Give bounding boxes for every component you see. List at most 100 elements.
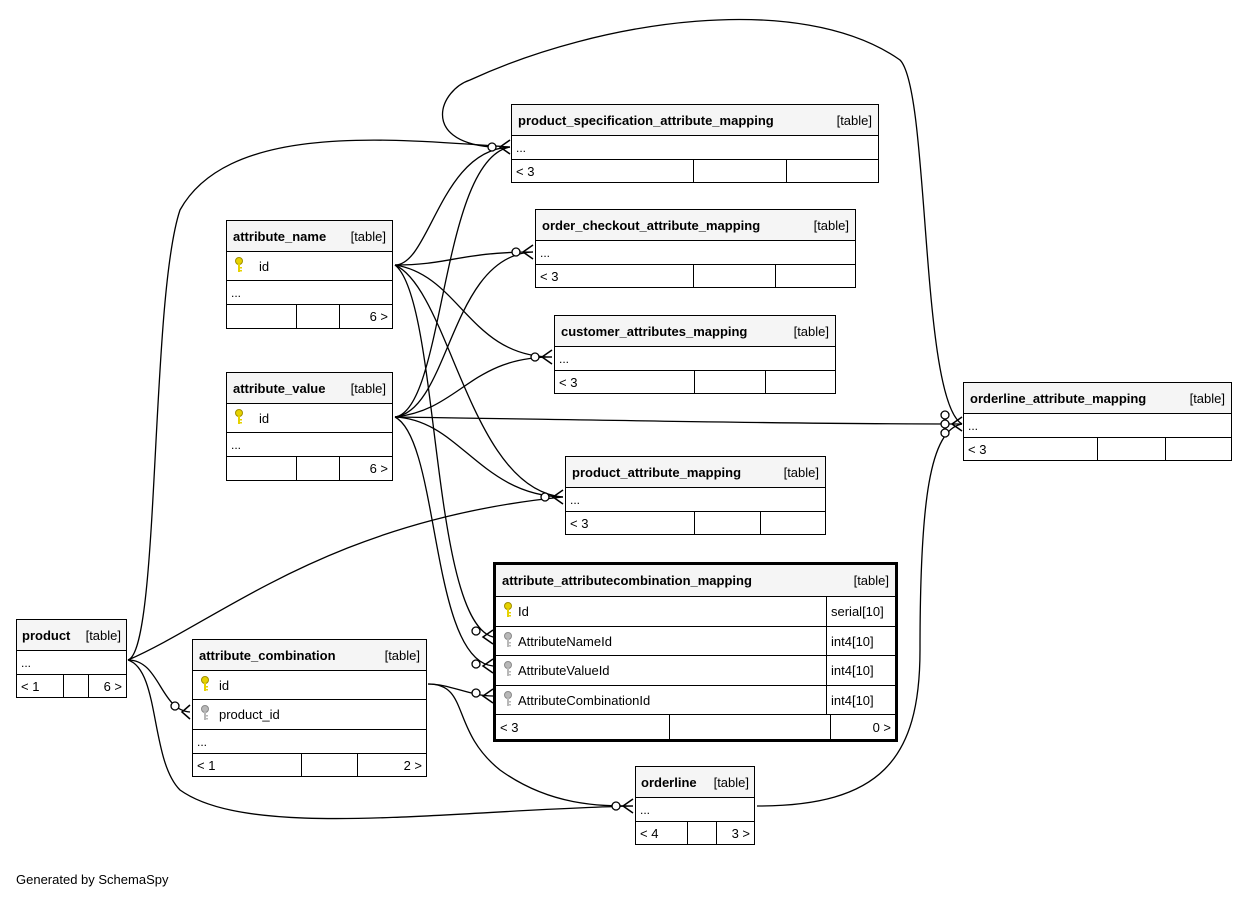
table-footer: < 1 6 > — [17, 674, 126, 697]
table-name: attribute_combination — [199, 647, 336, 663]
column-row[interactable]: id — [227, 403, 392, 432]
columns-collapsed: ... — [227, 432, 392, 456]
column-name: AttributeValueId — [518, 663, 610, 678]
columns-collapsed: ... — [193, 729, 426, 753]
parents-link[interactable]: < 3 — [570, 515, 589, 531]
table-customer-attributes-mapping[interactable]: customer_attributes_mapping [table] ... … — [554, 315, 836, 394]
table-attribute-value[interactable]: attribute_value [table] id ... 6 > — [226, 372, 393, 481]
key-icon — [502, 661, 518, 680]
children-link[interactable] — [760, 512, 825, 534]
columns-collapsed: ... — [636, 797, 754, 821]
columns-count — [296, 305, 339, 328]
key-icon — [233, 408, 259, 428]
table-footer: < 3 0 > — [496, 714, 895, 739]
table-header: order_checkout_attribute_mapping [table] — [536, 210, 855, 240]
column-type: int4[10] — [826, 656, 895, 685]
column-row[interactable]: id — [193, 670, 426, 699]
table-footer: < 3 — [512, 159, 878, 182]
column-type: int4[10] — [826, 686, 895, 714]
columns-count — [694, 371, 765, 393]
children-link[interactable] — [765, 371, 835, 393]
parents-link[interactable]: < 3 — [540, 268, 559, 284]
table-name: orderline_attribute_mapping — [970, 390, 1147, 406]
table-orderline[interactable]: orderline [table] ... < 4 3 > — [635, 766, 755, 845]
column-row[interactable]: Id serial[10] — [496, 596, 895, 626]
column-name: AttributeNameId — [518, 633, 612, 649]
table-type: [table] — [85, 627, 121, 643]
parents-link[interactable] — [227, 305, 296, 328]
children-link[interactable] — [786, 160, 878, 182]
table-footer: 6 > — [227, 456, 392, 480]
parents-link[interactable]: < 4 — [640, 825, 659, 841]
parents-link[interactable]: < 3 — [500, 719, 519, 735]
columns-collapsed: ... — [17, 650, 126, 674]
column-row[interactable]: id — [227, 251, 392, 280]
table-type: [table] — [836, 112, 872, 128]
columns-count — [63, 675, 88, 697]
parents-link[interactable]: < 1 — [197, 757, 216, 773]
table-name: order_checkout_attribute_mapping — [542, 217, 761, 233]
table-product[interactable]: product [table] ... < 1 6 > — [16, 619, 127, 698]
column-type: int4[10] — [826, 627, 895, 655]
table-name: product — [22, 627, 71, 643]
columns-count — [693, 160, 786, 182]
table-product-specification-attribute-mapping[interactable]: product_specification_attribute_mapping … — [511, 104, 879, 183]
key-icon — [199, 675, 219, 695]
columns-collapsed: ... — [555, 346, 835, 370]
table-name: attribute_value — [233, 380, 326, 396]
table-order-checkout-attribute-mapping[interactable]: order_checkout_attribute_mapping [table]… — [535, 209, 856, 288]
columns-count — [687, 822, 716, 844]
children-link[interactable] — [775, 265, 855, 287]
table-header: attribute_value [table] — [227, 373, 392, 403]
column-name: id — [259, 258, 270, 274]
column-name: product_id — [219, 707, 280, 722]
children-link[interactable]: 6 > — [339, 305, 392, 328]
table-type: [table] — [1189, 390, 1225, 406]
parents-link[interactable]: < 3 — [559, 374, 578, 390]
columns-count — [301, 754, 357, 776]
table-type: [table] — [783, 464, 819, 480]
children-link[interactable] — [1165, 438, 1231, 460]
children-link[interactable]: 3 > — [716, 822, 754, 844]
column-row[interactable]: product_id — [193, 699, 426, 729]
children-link[interactable]: 0 > — [830, 715, 895, 739]
table-product-attribute-mapping[interactable]: product_attribute_mapping [table] ... < … — [565, 456, 826, 535]
column-row[interactable]: AttributeValueId int4[10] — [496, 655, 895, 685]
parents-link[interactable]: < 1 — [21, 678, 40, 694]
table-footer: 6 > — [227, 304, 392, 328]
table-type: [table] — [813, 217, 849, 233]
table-header: orderline [table] — [636, 767, 754, 797]
columns-count — [693, 265, 775, 287]
parents-link[interactable]: < 3 — [968, 441, 987, 457]
columns-count — [296, 457, 339, 480]
key-icon — [502, 631, 518, 651]
children-link[interactable]: 2 > — [357, 754, 426, 776]
table-header: product_attribute_mapping [table] — [566, 457, 825, 487]
column-row[interactable]: AttributeCombinationId int4[10] — [496, 685, 895, 714]
column-name: id — [219, 677, 230, 693]
parents-link[interactable] — [227, 457, 296, 480]
table-attribute-name[interactable]: attribute_name [table] id ... 6 > — [226, 220, 393, 329]
children-link[interactable]: 6 > — [339, 457, 392, 480]
column-row[interactable]: AttributeNameId int4[10] — [496, 626, 895, 655]
table-header: attribute_combination [table] — [193, 640, 426, 670]
table-attribute-attributecombination-mapping[interactable]: attribute_attributecombination_mapping [… — [493, 562, 898, 742]
key-icon — [502, 602, 518, 621]
columns-collapsed: ... — [227, 280, 392, 304]
column-name: AttributeCombinationId — [518, 692, 651, 708]
parents-link[interactable]: < 3 — [516, 163, 535, 179]
table-attribute-combination[interactable]: attribute_combination [table] id product… — [192, 639, 427, 777]
columns-collapsed: ... — [566, 487, 825, 511]
table-footer: < 3 — [536, 264, 855, 287]
columns-collapsed: ... — [964, 413, 1231, 437]
table-header: orderline_attribute_mapping [table] — [964, 383, 1231, 413]
table-footer: < 4 3 > — [636, 821, 754, 844]
children-link[interactable]: 6 > — [88, 675, 126, 697]
table-name: product_specification_attribute_mapping — [518, 112, 774, 128]
table-type: [table] — [853, 573, 889, 588]
table-orderline-attribute-mapping[interactable]: orderline_attribute_mapping [table] ... … — [963, 382, 1232, 461]
table-footer: < 3 — [555, 370, 835, 393]
table-name: attribute_attributecombination_mapping — [502, 573, 752, 588]
table-name: attribute_name — [233, 228, 327, 244]
